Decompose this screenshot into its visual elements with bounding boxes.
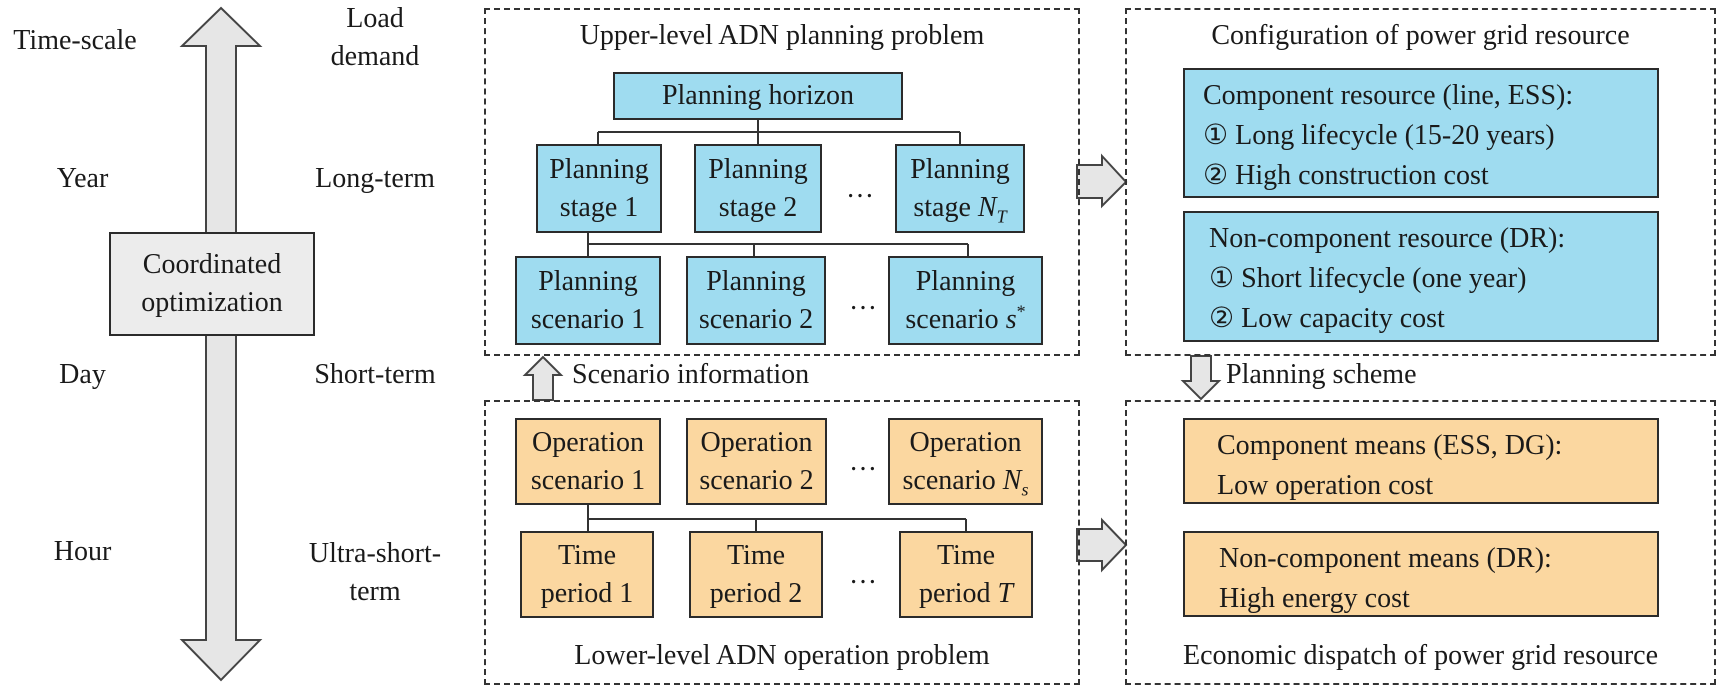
component-means-box: Component means (ESS, DG): Low operation… (1183, 418, 1659, 504)
lower-level-title: Lower-level ADN operation problem (574, 640, 990, 671)
planning-horizon-box: Planning horizon (613, 72, 903, 120)
operation-tree-lines (587, 505, 967, 531)
configuration-panel (1125, 8, 1716, 356)
long-term-label: Long-term (315, 163, 435, 194)
time-scale-label: Time-scale (13, 25, 137, 56)
upper-level-title: Upper-level ADN planning problem (579, 20, 985, 51)
scenario-information-arrow (522, 355, 564, 401)
time-period-t-box: Time period T (899, 531, 1033, 618)
planning-stage-2-box: Planning stage 2 (694, 144, 822, 233)
operation-scenario-2-box: Operation scenario 2 (686, 418, 827, 505)
planning-scheme-arrow (1180, 355, 1222, 401)
component-resource-box: Component resource (line, ESS): ① Long l… (1183, 68, 1659, 198)
operation-ellipsis: … (849, 446, 877, 477)
day-label: Day (59, 359, 106, 390)
time-scale-double-arrow (179, 6, 263, 682)
planning-scheme-label: Planning scheme (1226, 359, 1417, 390)
time-period-2-box: Time period 2 (689, 531, 823, 618)
planning-scenario-1-box: Planning scenario 1 (515, 256, 661, 345)
planning-scenario-2-box: Planning scenario 2 (686, 256, 826, 345)
planning-stage-1-box: Planning stage 1 (536, 144, 662, 233)
scenario-ellipsis: … (849, 285, 877, 316)
planning-stage-nt-box: Planning stage NT (895, 144, 1025, 233)
short-term-label: Short-term (314, 359, 436, 390)
operation-scenario-ns-box: Operation scenario Ns (888, 418, 1043, 505)
period-ellipsis: … (849, 559, 877, 590)
dispatch-panel (1125, 400, 1716, 685)
lower-level-panel (484, 400, 1080, 685)
operation-scenario-1-box: Operation scenario 1 (515, 418, 661, 505)
stage-ellipsis: … (846, 173, 874, 204)
hour-label: Hour (53, 536, 112, 567)
ultra-short-term-label: Ultra-short- term (308, 538, 442, 607)
time-period-1-box: Time period 1 (520, 531, 654, 618)
non-component-resource-box: Non-component resource (DR): ① Short lif… (1183, 211, 1659, 342)
dispatch-title: Economic dispatch of power grid resource (1182, 640, 1659, 671)
scenario-information-label: Scenario information (572, 359, 810, 390)
coordinated-optimization-box: Coordinated optimization (109, 232, 315, 336)
planning-scenario-s-box: Planning scenario s* (888, 256, 1043, 345)
to-configuration-arrow (1076, 153, 1128, 209)
load-demand-label: Load demand (330, 3, 420, 72)
configuration-title: Configuration of power grid resource (1211, 20, 1630, 51)
to-dispatch-arrow (1076, 517, 1128, 573)
planning-tree-lines (587, 120, 969, 256)
upper-level-panel (484, 8, 1080, 356)
year-label: Year (56, 163, 109, 194)
non-component-means-box: Non-component means (DR): High energy co… (1183, 531, 1659, 617)
